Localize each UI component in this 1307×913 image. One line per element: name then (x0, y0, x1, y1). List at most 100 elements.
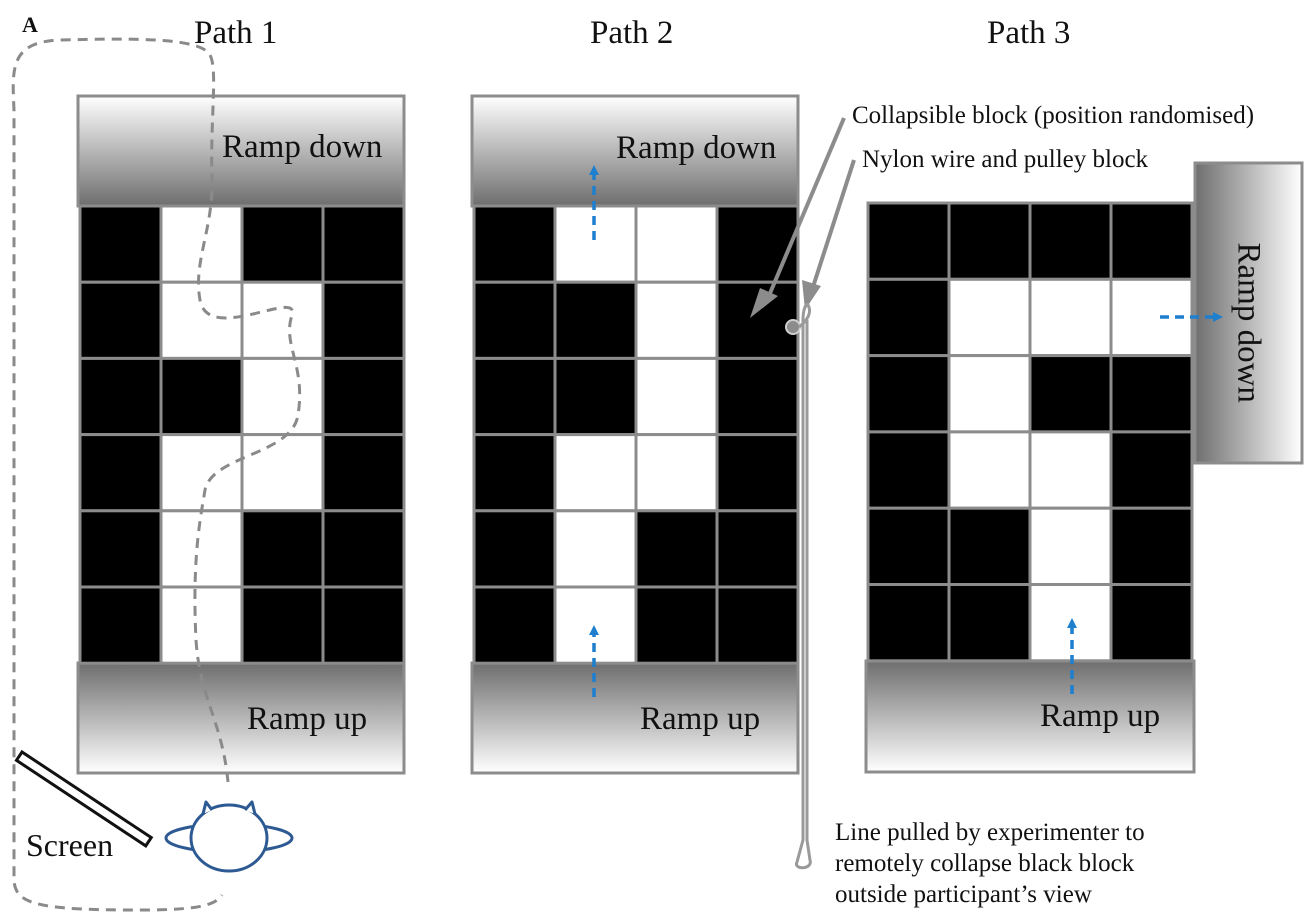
block-cell-r1-c0 (78, 280, 163, 360)
screen-icon (14, 749, 154, 848)
path1-ramp-down-label: Ramp down (222, 129, 383, 165)
block-cell-r5-c0 (78, 585, 163, 665)
path3-ramp-side (1193, 161, 1304, 465)
path3-ramp-up-label: Ramp up (1040, 698, 1161, 734)
block-cell-r5-c2 (634, 585, 719, 665)
block-cell-r4-c3 (715, 509, 800, 589)
open-cell-r3-c1 (947, 430, 1032, 510)
line-pulled-note-line-2: remotely collapse black block (835, 850, 1135, 877)
path3-title: Path 3 (987, 15, 1071, 51)
screen-label: Screen (26, 827, 114, 863)
path3-ramp-down-label: Ramp down (1230, 242, 1267, 403)
block-cell-r3-c3 (715, 433, 800, 513)
nylon-wire (795, 302, 812, 870)
block-cell-r2-c3 (321, 356, 406, 437)
block-cell-r1-c3 (321, 280, 406, 360)
block-cell-r5-c3 (321, 585, 406, 665)
block-cell-r0-c3 (715, 204, 800, 284)
block-cell-r1-c1 (553, 280, 638, 360)
open-cell-r3-c2 (1028, 430, 1113, 510)
block-cell-r0-c0 (78, 204, 163, 284)
nylon-wire-label: Nylon wire and pulley block (862, 146, 1149, 173)
open-cell-r5-c1 (159, 585, 244, 665)
block-cell-r0-c1 (947, 201, 1032, 281)
block-cell-r3-c0 (866, 430, 951, 510)
path1-ramp-up-label: Ramp up (247, 701, 368, 737)
block-cell-r3-c3 (321, 433, 406, 513)
open-cell-r1-c2 (634, 280, 719, 360)
path3-ramp-up (864, 659, 1196, 774)
path2-title: Path 2 (590, 15, 674, 51)
collapsible-block-pointer (750, 117, 846, 318)
block-cell-r5-c3 (1109, 583, 1194, 663)
block-cell-r4-c0 (472, 509, 557, 589)
block-cell-r3-c0 (472, 433, 557, 513)
open-cell-r3-c1 (159, 433, 244, 513)
open-cell-r1-c2 (1028, 277, 1113, 358)
block-cell-r3-c0 (78, 433, 163, 513)
block-cell-r2-c1 (159, 356, 244, 437)
block-cell-r3-c3 (1109, 430, 1194, 510)
line-pulled-note-line-3: outside participant’s view (835, 881, 1092, 908)
participant-route (11, 37, 302, 912)
block-cell-r4-c1 (947, 506, 1032, 587)
pulley-icon (785, 319, 801, 335)
path2-maze-grid (472, 204, 800, 665)
open-cell-r3-c2 (240, 433, 325, 513)
block-cell-r0-c2 (240, 204, 325, 284)
path3-maze-grid (866, 201, 1194, 663)
open-cell-r1-c1 (947, 277, 1032, 358)
collapsible-block-label: Collapsible block (position randomised) (852, 102, 1255, 129)
open-cell-r3-c1 (553, 433, 638, 513)
path2-ramp-down (470, 94, 800, 208)
line-pulled-note-line-1: Line pulled by experimenter to (835, 819, 1145, 846)
open-cell-r0-c1 (159, 204, 244, 284)
block-cell-r1-c3 (715, 280, 800, 360)
path1-ramp-down (76, 94, 406, 208)
open-cell-r4-c1 (553, 509, 638, 589)
line-pulled-note: Line pulled by experimenter to remotely … (835, 817, 1145, 910)
block-cell-r2-c2 (1028, 354, 1113, 434)
block-cell-r4-c3 (1109, 506, 1194, 587)
block-cell-r4-c2 (240, 509, 325, 589)
path1-title: Path 1 (194, 15, 278, 51)
panel-letter: A (22, 12, 38, 37)
open-cell-r2-c2 (634, 356, 719, 437)
path1-ramp-up (76, 661, 406, 775)
block-cell-r0-c3 (1109, 201, 1194, 281)
block-cell-r1-c0 (866, 277, 951, 358)
block-cell-r5-c1 (947, 583, 1032, 663)
block-cell-r0-c2 (1028, 201, 1113, 281)
block-cell-r1-c0 (472, 280, 557, 360)
block-cell-r4-c3 (321, 509, 406, 589)
block-cell-r4-c0 (78, 509, 163, 589)
open-cell-r2-c1 (947, 354, 1032, 434)
block-cell-r0-c0 (472, 204, 557, 284)
block-cell-r2-c3 (1109, 354, 1194, 434)
block-cell-r5-c2 (240, 585, 325, 665)
path2-ramp-up (470, 661, 800, 775)
path2-ramp-down-label: Ramp down (616, 130, 777, 166)
open-cell-r2-c2 (240, 356, 325, 437)
block-cell-r4-c2 (634, 509, 719, 589)
open-cell-r5-c2 (1028, 583, 1113, 663)
open-cell-r0-c2 (634, 204, 719, 284)
block-cell-r2-c3 (715, 356, 800, 437)
block-cell-r2-c1 (553, 356, 638, 437)
open-cell-r4-c2 (1028, 506, 1113, 587)
block-cell-r0-c0 (866, 201, 951, 281)
block-cell-r5-c0 (472, 585, 557, 665)
participant-head-icon (164, 800, 294, 873)
block-cell-r5-c0 (866, 583, 951, 663)
block-cell-r2-c0 (472, 356, 557, 437)
nylon-wire-pointer (802, 159, 856, 310)
block-cell-r5-c3 (715, 585, 800, 665)
block-cell-r2-c0 (866, 354, 951, 434)
path2-ramp-up-label: Ramp up (640, 701, 761, 737)
block-cell-r0-c3 (321, 204, 406, 284)
path1-maze-grid (78, 204, 406, 665)
block-cell-r2-c0 (78, 356, 163, 437)
block-cell-r4-c0 (866, 506, 951, 587)
open-cell-r3-c2 (634, 433, 719, 513)
